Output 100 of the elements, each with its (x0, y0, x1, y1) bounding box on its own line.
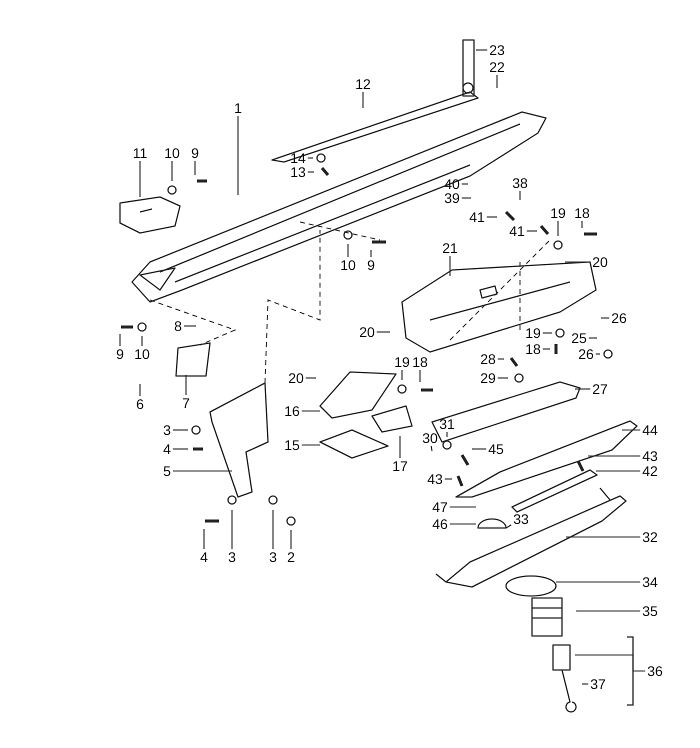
leader-line (566, 536, 640, 538)
callout-number: 18 (524, 342, 542, 356)
callout-number: 46 (431, 517, 449, 531)
callout-number: 27 (591, 382, 609, 396)
callout-number: 19 (393, 355, 411, 369)
leader-line (376, 331, 390, 333)
leader-line (449, 256, 451, 276)
leader-line (194, 161, 196, 175)
callout-number: 3 (162, 423, 172, 437)
callout-number: 3 (268, 550, 278, 564)
callout-number: 37 (589, 677, 607, 691)
callout-number: 26 (577, 347, 595, 361)
leader-line (139, 161, 141, 197)
callout-number: 47 (431, 500, 449, 514)
callout-number: 41 (508, 224, 526, 238)
leader-line (450, 523, 476, 525)
leader-line (362, 92, 364, 108)
callout-number: 34 (641, 575, 659, 589)
leader-line (306, 377, 316, 379)
callout-number: 39 (443, 191, 461, 205)
leader-line (576, 610, 640, 612)
callout-number: 45 (487, 442, 505, 456)
leader-line (172, 448, 188, 450)
callout-number: 19 (524, 326, 542, 340)
callout-number: 5 (162, 464, 172, 478)
callout-number: 4 (199, 550, 209, 564)
callout-number: 9 (190, 146, 200, 160)
callout-number: 1 (233, 101, 243, 115)
callout-number: 11 (132, 146, 148, 160)
callout-number: 30 (421, 431, 439, 445)
callout-number: 36 (646, 664, 664, 678)
leader-line (542, 348, 550, 350)
leader-line (302, 444, 320, 446)
leader-line (444, 478, 452, 480)
callout-number: 38 (511, 176, 529, 190)
callout-number: 26 (610, 311, 628, 325)
callout-number: 12 (354, 77, 372, 91)
callout-number: 25 (570, 331, 588, 345)
callout-number: 21 (441, 241, 459, 255)
leader-line (430, 446, 433, 452)
callout-number: 3 (227, 550, 237, 564)
leader-line (184, 325, 196, 327)
leader-line (119, 334, 121, 346)
leader-line (472, 448, 486, 450)
leader-line (347, 244, 349, 257)
callout-number: 20 (287, 371, 305, 385)
leader-line (185, 375, 187, 395)
leader-line (237, 116, 239, 195)
callout-number: 19 (549, 206, 567, 220)
leader-line (419, 370, 421, 382)
leader-line (401, 370, 403, 380)
leader-line (290, 530, 292, 549)
callout-number: 23 (488, 43, 506, 57)
callout-number: 10 (163, 146, 181, 160)
callout-number: 20 (591, 255, 609, 269)
leader-line (370, 250, 372, 257)
leader-line (141, 336, 143, 346)
leader-line (272, 510, 274, 549)
leader-line (519, 191, 521, 200)
leader-line (498, 377, 508, 379)
leader-line (450, 506, 476, 508)
leader-line (506, 524, 512, 528)
leader-line (601, 317, 610, 319)
callout-number: 44 (641, 423, 659, 437)
callout-number: 22 (488, 60, 506, 74)
leader-line (203, 529, 205, 549)
leader-line (588, 337, 597, 339)
leader-line (231, 510, 233, 549)
leader-line (582, 683, 588, 685)
leader-line (565, 261, 590, 263)
callout-number: 20 (358, 325, 376, 339)
leader-line (399, 436, 401, 458)
callout-number: 43 (426, 472, 444, 486)
leader-line (588, 455, 640, 457)
leader-line (596, 353, 600, 355)
callout-number: 9 (115, 347, 125, 361)
callout-number: 41 (468, 210, 486, 224)
leader-line (596, 470, 640, 472)
callout-number: 16 (283, 404, 301, 418)
leader-line (308, 171, 314, 173)
callout-number: 8 (173, 319, 183, 333)
leader-line (575, 388, 590, 390)
leader-line (172, 429, 188, 431)
callout-number: 32 (641, 530, 659, 544)
leader-line (575, 654, 646, 672)
leader-line (496, 75, 498, 88)
callout-number: 10 (133, 347, 151, 361)
leader-line (486, 216, 497, 218)
leader-line (462, 197, 471, 199)
callout-number: 4 (162, 442, 172, 456)
leader-line (172, 470, 232, 472)
callout-number: 43 (641, 449, 659, 463)
callout-number: 9 (366, 258, 376, 272)
callout-number: 13 (289, 165, 307, 179)
leader-line (476, 49, 488, 51)
callout-number: 7 (181, 396, 191, 410)
leader-line (139, 384, 141, 396)
callout-number: 29 (479, 371, 497, 385)
callout-number: 42 (641, 464, 659, 478)
leader-line (542, 332, 552, 334)
